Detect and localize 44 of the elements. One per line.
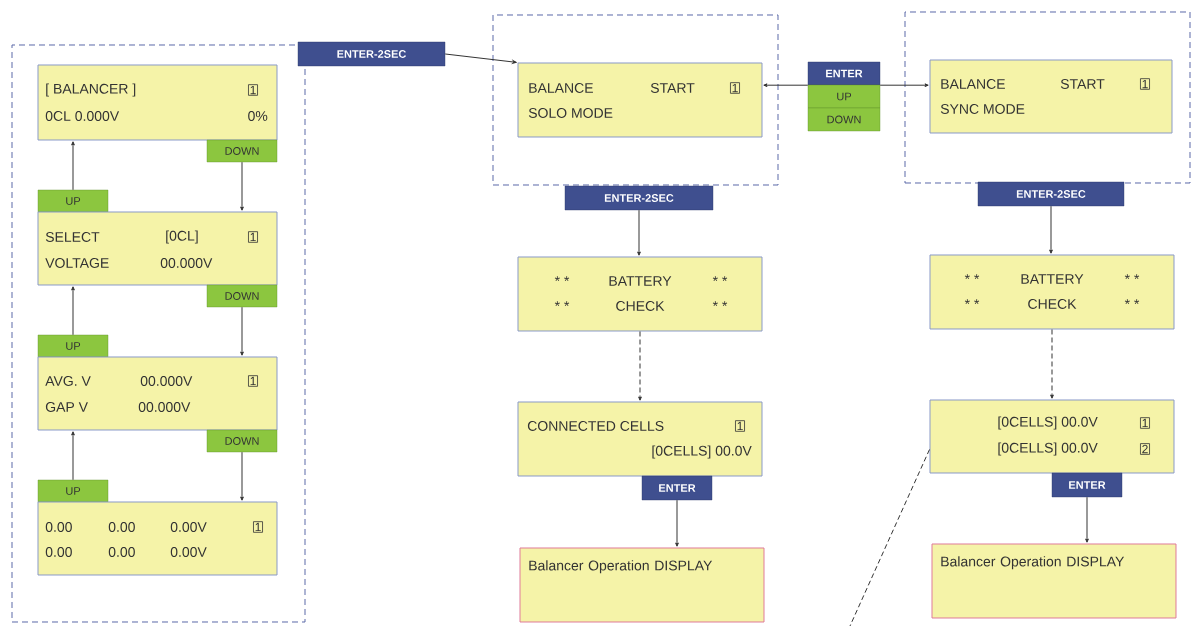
arrow xyxy=(240,161,244,211)
dashed-line xyxy=(849,449,930,626)
key-tab: DOWN xyxy=(206,284,278,308)
key-tab: ENTER xyxy=(1051,472,1123,498)
dashed-group-frame xyxy=(11,44,306,623)
key-tab: DOWN xyxy=(206,429,278,453)
key-tab: ENTER-2SEC xyxy=(977,181,1125,207)
lcd-screen: 0.00 0.00 0.00V 1 0.00 0.00 0.00V xyxy=(37,501,278,576)
arrow xyxy=(71,431,75,481)
lcd-screen: [0CELLS] 00.0V 1 [0CELLS] 00.0V 2 xyxy=(929,399,1175,474)
arrow xyxy=(1050,329,1054,399)
dashed-group-frame xyxy=(492,14,779,186)
lcd-screen: * * BATTERY * * * * CHECK * * xyxy=(929,254,1175,330)
arrow xyxy=(879,83,929,88)
arrow xyxy=(71,286,75,336)
key-tab: UP xyxy=(37,334,109,358)
key-tab: DOWN xyxy=(206,139,278,163)
lcd-screen: BALANCE START 1 SYNC MODE xyxy=(929,59,1173,134)
arrow xyxy=(763,83,809,88)
lcd-screen: CONNECTED CELLS 1 [0CELLS] 00.0V xyxy=(517,401,763,477)
lcd-screen: BALANCE START 1 SOLO MODE xyxy=(517,62,763,138)
arrow xyxy=(1049,205,1053,254)
key-tab: UP xyxy=(37,479,109,503)
arrow xyxy=(444,53,517,64)
key-tab: ENTER xyxy=(641,475,713,501)
key-tab: ENTER xyxy=(807,61,881,86)
key-tab: UP xyxy=(37,189,109,213)
arrow xyxy=(675,499,679,547)
arrow xyxy=(637,209,641,256)
display-screen: Balancer Operation DISPLAY xyxy=(519,547,765,623)
key-tab: ENTER-2SEC xyxy=(564,185,714,211)
key-tab: DOWN xyxy=(807,107,881,132)
lcd-screen: * * BATTERY * * * * CHECK * * xyxy=(517,256,763,332)
lcd-screen: SELECT [0CL] 1 VOLTAGE 00.000V xyxy=(37,211,278,286)
key-tab: UP xyxy=(807,84,881,109)
arrow xyxy=(638,331,642,401)
display-screen: Balancer Operation DISPLAY xyxy=(931,543,1177,619)
arrow xyxy=(1085,496,1089,543)
arrow xyxy=(71,141,75,191)
arrow xyxy=(240,306,244,356)
lcd-screen: [ BALANCER ] 1 0CL 0.000V 0% xyxy=(37,64,278,141)
arrow xyxy=(240,451,244,501)
lcd-screen: AVG. V 00.000V 1 GAP V 00.000V xyxy=(37,356,278,431)
key-tab: ENTER-2SEC xyxy=(297,41,446,67)
